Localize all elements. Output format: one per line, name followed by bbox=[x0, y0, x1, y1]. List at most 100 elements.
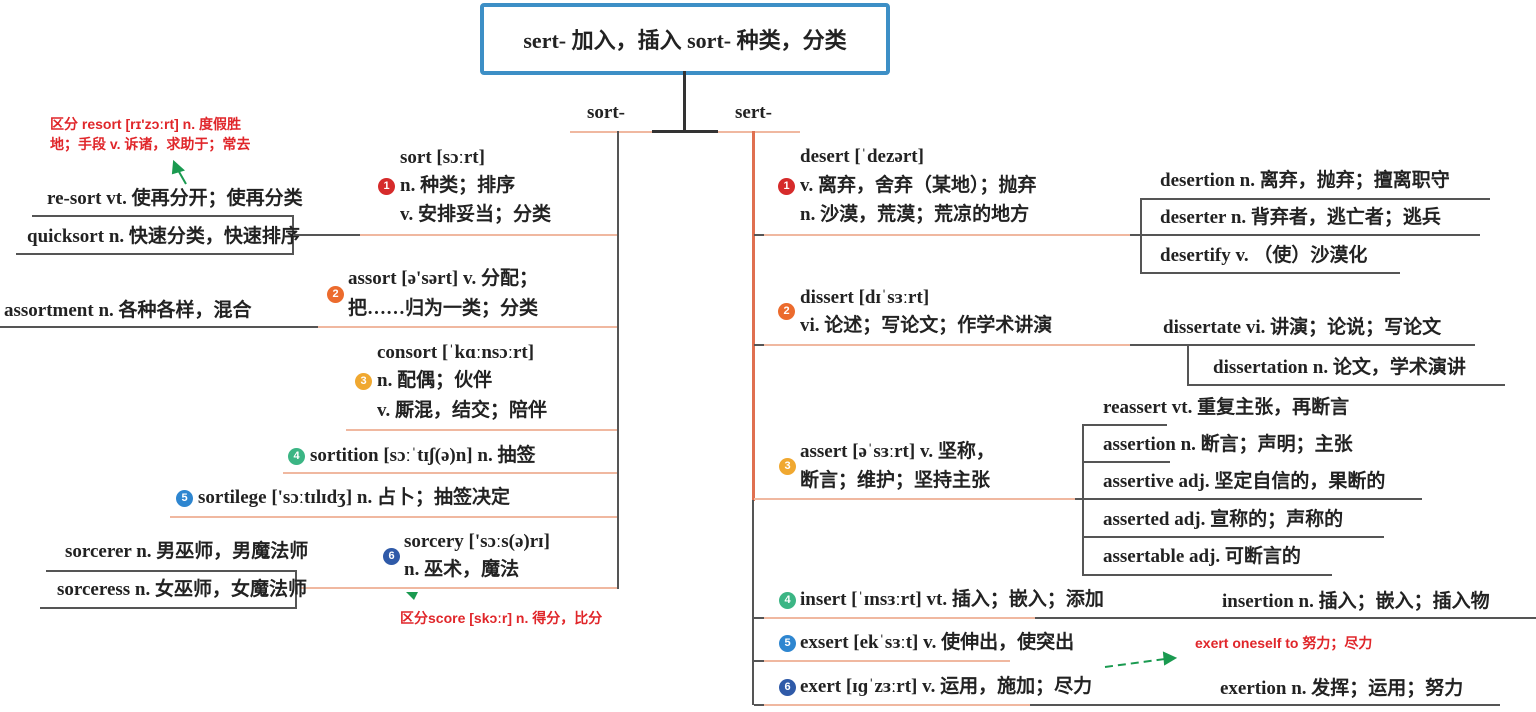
sert-item-1-underline bbox=[764, 234, 1130, 236]
sert-item-1-line-2: v. 离弃，舍弃（某地）；抛弃 bbox=[800, 175, 1037, 196]
child-connector bbox=[1130, 234, 1140, 236]
child-dissertate: dissertate vi. 讲演；论说；写论文 bbox=[1163, 317, 1442, 338]
sort-item-6-line-1: sorcery ['sɔːs(ə)rɪ] bbox=[404, 531, 550, 552]
trunk-tick bbox=[754, 617, 764, 619]
branch-sort-underline bbox=[570, 131, 652, 133]
child-deserter: deserter n. 背弃者，逃亡者；逃兵 bbox=[1160, 207, 1441, 228]
green-arrow-icon bbox=[171, 159, 187, 185]
sort-item-4: sortition [sɔːˈtɪʃ(ə)n] n. 抽签 bbox=[310, 445, 536, 466]
child-reassert: reassert vt. 重复主张，再断言 bbox=[1103, 397, 1350, 418]
root-title: sert- 加入，插入 sort- 种类，分类 bbox=[523, 28, 847, 53]
child-line bbox=[1035, 617, 1536, 619]
sort-item-1-line-1: sort [sɔːrt] bbox=[400, 147, 485, 168]
badge-4: 4 bbox=[288, 448, 305, 465]
branch-sort[interactable]: sort- bbox=[587, 102, 625, 123]
trunk-tick bbox=[754, 704, 764, 706]
sert-trunk-upper bbox=[752, 131, 755, 501]
badge-5: 5 bbox=[176, 490, 193, 507]
child-connector bbox=[293, 234, 360, 236]
child-line bbox=[16, 253, 294, 255]
child-assortment: assortment n. 各种各样，混合 bbox=[4, 300, 252, 321]
sert-item-1-line-1: desert [ˈdezərt] bbox=[800, 146, 924, 167]
sert-item-5-underline bbox=[764, 660, 1010, 662]
green-arrow-icon bbox=[1104, 651, 1178, 668]
child-desertify: desertify v. （使）沙漠化 bbox=[1160, 245, 1368, 266]
sort-item-3-underline bbox=[346, 429, 617, 431]
badge-6: 6 bbox=[779, 679, 796, 696]
sort-item-3-line-2: n. 配偶；伙伴 bbox=[377, 370, 493, 391]
note-score: 区分score [skɔːr] n. 得分，比分 bbox=[400, 610, 603, 626]
note-resort-line-2: 地；手段 v. 诉诸，求助于；常去 bbox=[50, 136, 251, 152]
sort-item-6-line-2: n. 巫术，魔法 bbox=[404, 559, 520, 580]
child-assertion: assertion n. 断言；声明；主张 bbox=[1103, 434, 1353, 455]
child-assertable: assertable adj. 可断言的 bbox=[1103, 546, 1301, 567]
sort-item-2-line-1: assort [ə'sərt] v. 分配； bbox=[348, 268, 538, 289]
child-line bbox=[1187, 384, 1505, 386]
sert-item-6: exert [ɪɡˈzɜːrt] v. 运用，施加；尽力 bbox=[800, 676, 1093, 697]
sort-item-4-underline bbox=[283, 472, 617, 474]
child-resort: re-sort vt. 使再分开；使再分类 bbox=[47, 188, 303, 209]
child-line bbox=[1140, 272, 1400, 274]
sert-item-1-line-3: n. 沙漠，荒漠；荒凉的地方 bbox=[800, 204, 1030, 225]
child-line bbox=[1082, 424, 1167, 426]
child-assertive: assertive adj. 坚定自信的，果断的 bbox=[1103, 471, 1386, 492]
sert-item-6-underline bbox=[764, 704, 1030, 706]
child-line bbox=[0, 326, 318, 328]
branch-sert-underline bbox=[718, 131, 800, 133]
sort-item-1-line-2: n. 种类；排序 bbox=[400, 175, 516, 196]
child-line bbox=[1082, 461, 1170, 463]
sort-item-1-line-3: v. 安排妥当；分类 bbox=[400, 204, 551, 225]
child-line bbox=[1082, 574, 1332, 576]
sort-item-5: sortilege ['sɔːtɪlɪdʒ] n. 占卜；抽签决定 bbox=[198, 487, 510, 508]
trunk-tick bbox=[754, 344, 764, 346]
child-quicksort: quicksort n. 快速分类，快速排序 bbox=[27, 226, 300, 247]
child-line bbox=[1140, 234, 1480, 236]
trunk-tick bbox=[754, 234, 764, 236]
badge-2: 2 bbox=[327, 286, 344, 303]
sort-item-2-line-2: 把……归为一类；分类 bbox=[348, 298, 539, 319]
sort-item-1-underline bbox=[360, 234, 617, 236]
child-line bbox=[1030, 704, 1500, 706]
sort-item-3-line-1: consort [ˈkɑːnsɔːrt] bbox=[377, 342, 535, 363]
sert-item-4-underline bbox=[764, 617, 1035, 619]
sert-item-2-line-1: dissert [dɪˈsɜːrt] bbox=[800, 287, 930, 308]
root-connector bbox=[683, 71, 686, 131]
child-connector bbox=[1075, 498, 1083, 500]
green-arrow-icon bbox=[406, 592, 418, 600]
sort-item-6-underline bbox=[300, 587, 617, 589]
child-line bbox=[1082, 498, 1422, 500]
sert-item-5: exsert [ekˈsɜːt] v. 使伸出，使突出 bbox=[800, 632, 1075, 653]
child-dissertation: dissertation n. 论文，学术演讲 bbox=[1213, 357, 1466, 378]
sert-item-4: insert [ˈɪnsɜːrt] vt. 插入；嵌入；添加 bbox=[800, 589, 1104, 610]
badge-2: 2 bbox=[778, 303, 795, 320]
child-exertion: exertion n. 发挥；运用；努力 bbox=[1220, 678, 1464, 699]
sert-trunk-lower bbox=[752, 500, 754, 705]
child-insertion: insertion n. 插入；嵌入；插入物 bbox=[1222, 591, 1490, 612]
sert-item-3-line-1: assert [əˈsɜːrt] v. 坚称， bbox=[800, 441, 995, 462]
branch-sert[interactable]: sert- bbox=[735, 102, 772, 123]
child-bracket bbox=[295, 570, 297, 608]
trunk-tick bbox=[754, 660, 764, 662]
child-line bbox=[1130, 344, 1475, 346]
badge-3: 3 bbox=[779, 458, 796, 475]
root-bar bbox=[652, 130, 718, 133]
sert-item-2-underline bbox=[764, 344, 1130, 346]
sert-item-2-line-2: vi. 论述；写论文；作学术讲演 bbox=[800, 315, 1053, 336]
sert-item-3-line-2: 断言；维护；坚持主张 bbox=[800, 470, 991, 491]
child-asserted: asserted adj. 宣称的；声称的 bbox=[1103, 509, 1344, 530]
sort-item-3-line-3: v. 厮混，结交；陪伴 bbox=[377, 400, 547, 421]
child-line bbox=[46, 570, 296, 572]
badge-3: 3 bbox=[355, 373, 372, 390]
child-desertion: desertion n. 离弃，抛弃；擅离职守 bbox=[1160, 170, 1450, 191]
child-sorcerer: sorcerer n. 男巫师，男魔法师 bbox=[65, 541, 309, 562]
sert-item-3-underline bbox=[754, 498, 1075, 500]
badge-5: 5 bbox=[779, 635, 796, 652]
sort-item-5-underline bbox=[170, 516, 617, 518]
note-resort-line-1: 区分 resort [rɪ'zɔːrt] n. 度假胜 bbox=[50, 116, 242, 132]
child-line bbox=[32, 215, 293, 217]
sort-trunk bbox=[617, 131, 619, 589]
note-exert: exert oneself to 努力；尽力 bbox=[1195, 635, 1373, 651]
child-bracket bbox=[1187, 344, 1189, 385]
badge-6: 6 bbox=[383, 548, 400, 565]
